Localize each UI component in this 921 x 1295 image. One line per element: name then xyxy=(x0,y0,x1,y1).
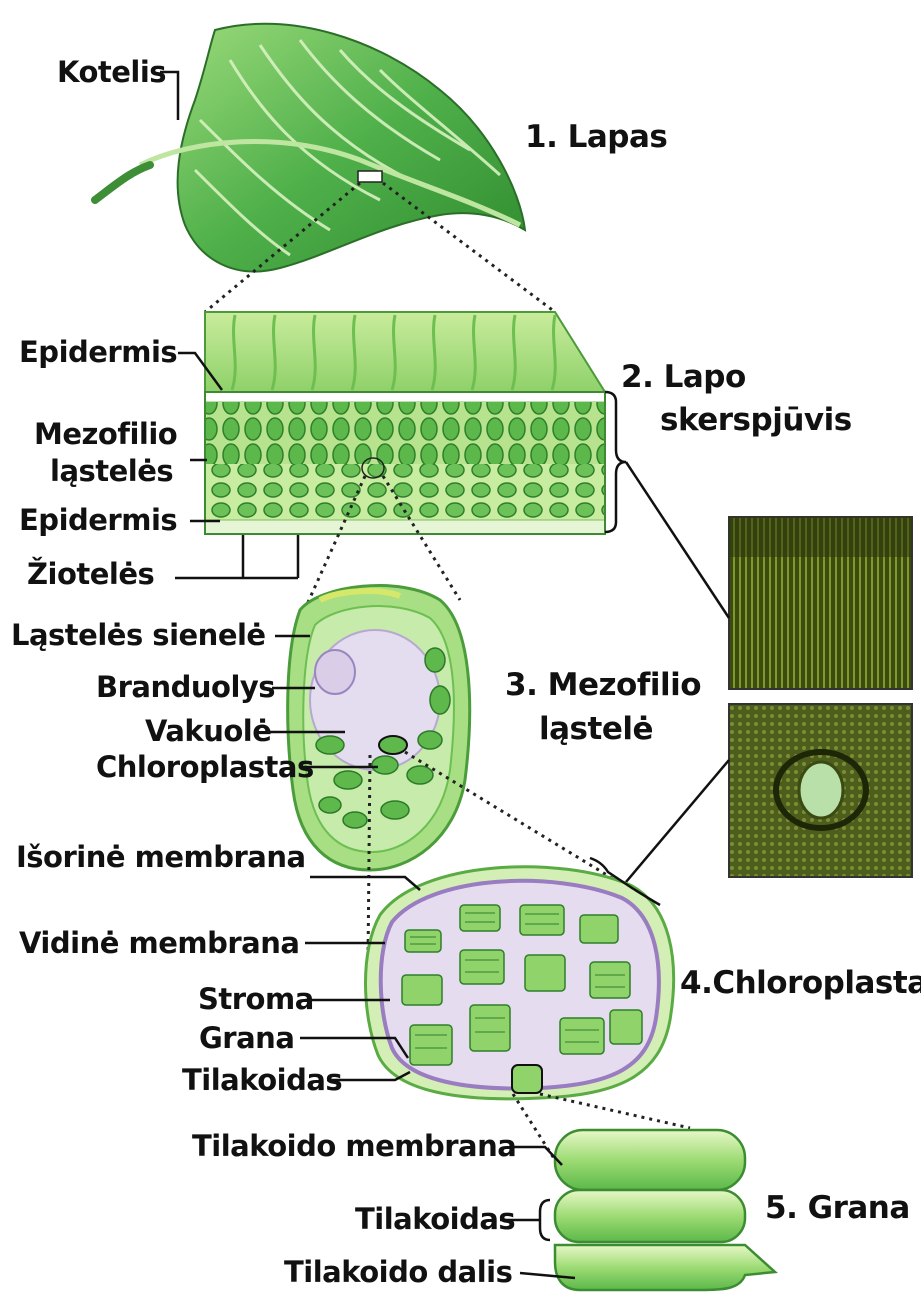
micrograph-link-1 xyxy=(626,462,729,618)
title-cross-section-1: 2. Lapo xyxy=(621,362,746,393)
label-grana: Grana xyxy=(199,1024,294,1053)
label-nucleus: Branduolys xyxy=(96,673,275,702)
label-stroma: Stroma xyxy=(198,985,314,1014)
title-mesophyll-cell-2: ląstelė xyxy=(539,714,653,745)
label-epidermis-top: Epidermis xyxy=(19,338,177,367)
label-thylakoid-part: Tilakoido dalis xyxy=(284,1258,512,1287)
label-mezofilio: Mezofilio xyxy=(34,420,177,449)
label-chloroplast: Chloroplastas xyxy=(96,753,314,782)
label-thylakoid: Tilakoidas xyxy=(182,1066,342,1095)
leaf-cross-section xyxy=(205,312,605,534)
chloroplast xyxy=(366,867,674,1099)
label-outer-membrane: Išorinė membrana xyxy=(16,843,306,872)
label-thylakoid-membrane: Tilakoido membrana xyxy=(192,1132,516,1161)
title-grana: 5. Grana xyxy=(765,1193,910,1224)
stoma-micrograph xyxy=(729,704,912,877)
title-mesophyll-cell-1: 3. Mezofilio xyxy=(505,670,701,701)
label-thylakoid-2: Tilakoidas xyxy=(355,1205,515,1234)
label-inner-membrane: Vidinė membrana xyxy=(19,929,299,958)
title-chloroplast: 4.Chloroplastas xyxy=(680,968,921,999)
mesophyll-cell xyxy=(288,586,470,870)
micrograph-link-2 xyxy=(626,760,729,882)
label-vacuole: Vakuolė xyxy=(145,717,271,746)
label-lasteles: ląstelės xyxy=(50,457,173,486)
label-cell-wall: Ląstelės sienelė xyxy=(11,621,266,650)
grana-stack xyxy=(555,1130,775,1290)
label-kotelis: Kotelis xyxy=(57,58,166,87)
title-leaf: 1. Lapas xyxy=(525,122,667,153)
label-epidermis-bottom: Epidermis xyxy=(19,506,177,535)
cross-section-bracket xyxy=(605,392,626,532)
label-ziotelės: Žiotelės xyxy=(27,560,154,589)
title-cross-section-2: skerspjūvis xyxy=(660,405,852,436)
